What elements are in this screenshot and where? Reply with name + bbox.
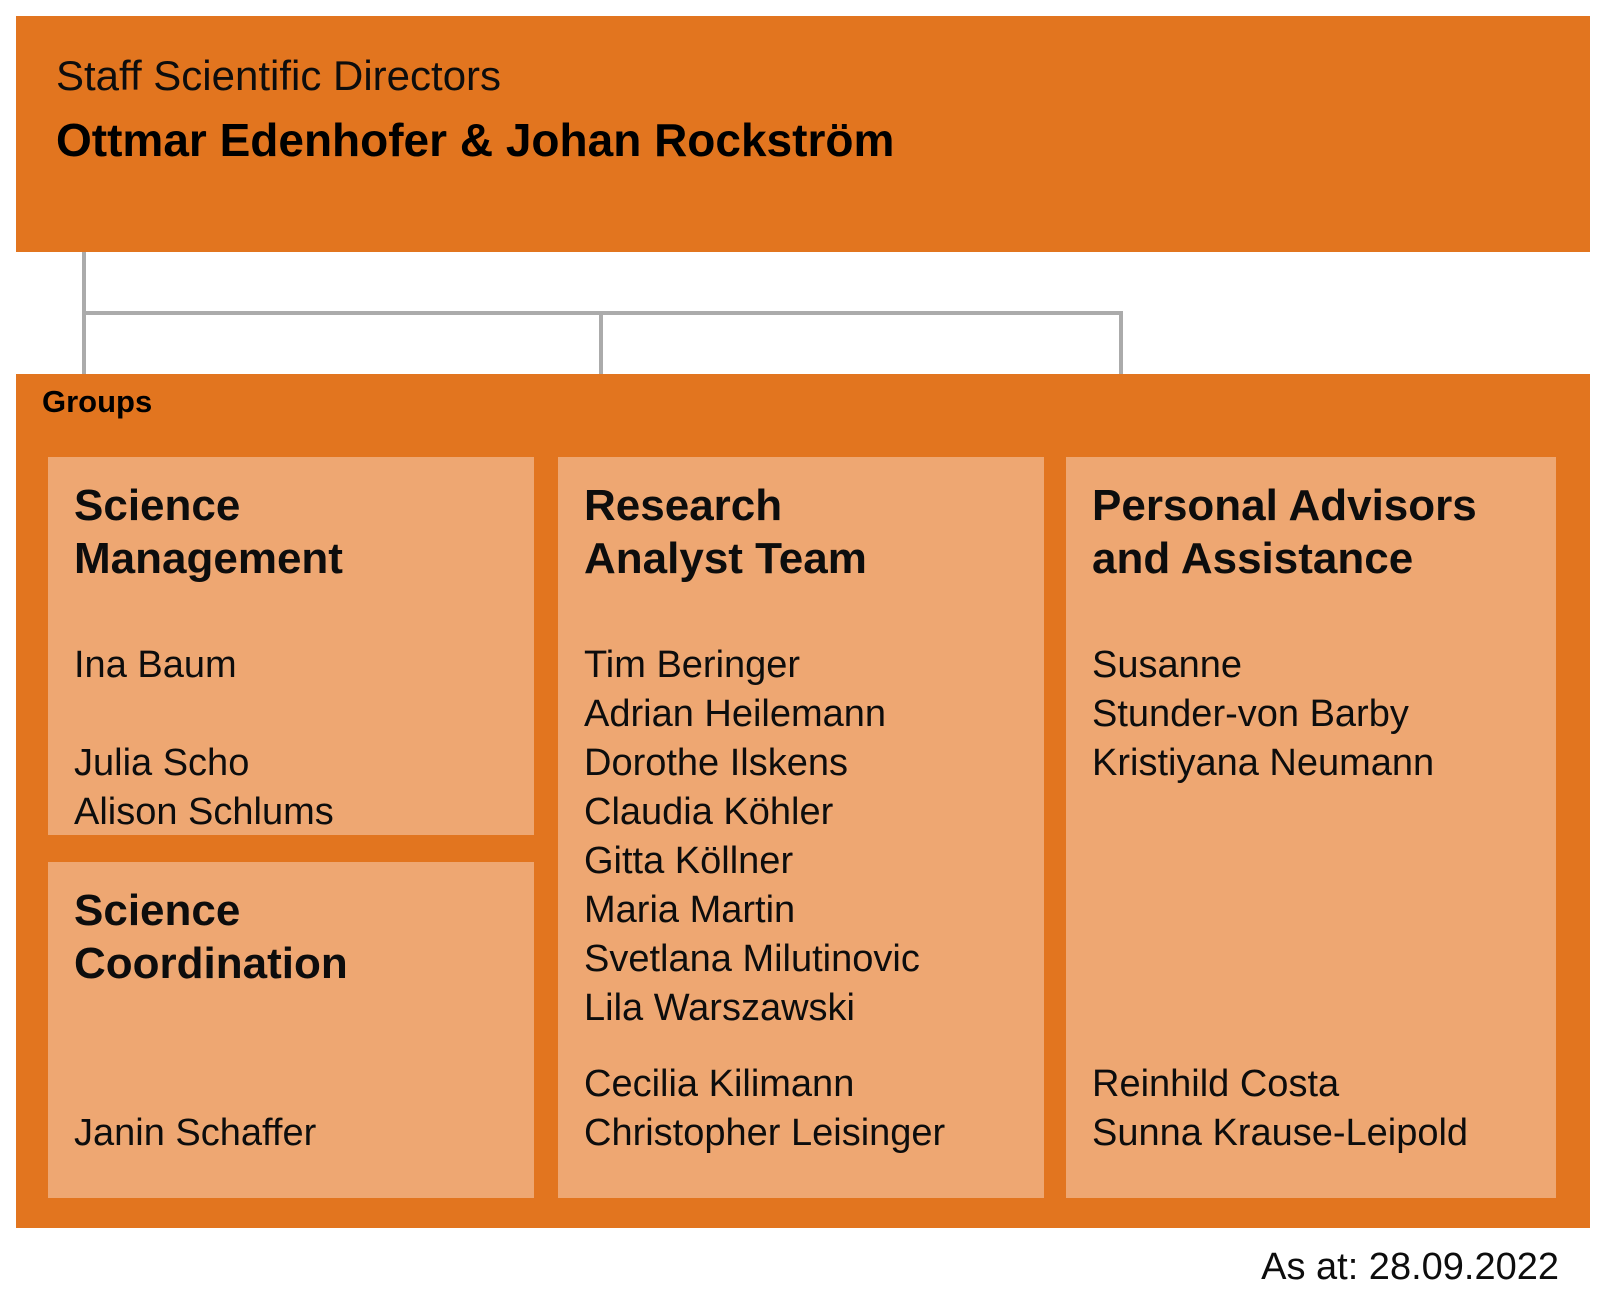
member-name: Svetlana Milutinovic [584, 938, 920, 980]
connector-line-vertical-middle [599, 311, 603, 374]
group-title-line: Coordination [74, 939, 348, 988]
group-title-line: and Assistance [1092, 534, 1414, 583]
member-list: Janin Schaffer [74, 1109, 510, 1158]
member-name: Kristiyana Neumann [1092, 742, 1435, 784]
member-list: Ina Baum [74, 641, 510, 690]
member-name: Christopher Leisinger [584, 1112, 946, 1154]
member-name: Ina Baum [74, 644, 237, 686]
as-at-date: As at: 28.09.2022 [1261, 1246, 1559, 1288]
directors-box: Staff Scientific Directors Ottmar Edenho… [16, 16, 1590, 252]
member-name: Susanne [1092, 644, 1243, 686]
group-title-line: Science [74, 481, 241, 530]
directors-names: Ottmar Edenhofer & Johan Rockström [56, 114, 895, 166]
groups-label: Groups [42, 384, 153, 419]
group-title-line: Science [74, 886, 241, 935]
member-name: Adrian Heilemann [584, 693, 887, 735]
member-name: Gitta Köllner [584, 840, 794, 882]
member-name: Maria Martin [584, 889, 796, 931]
group-title-line: Management [74, 534, 343, 583]
member-name: Reinhild Costa [1092, 1063, 1340, 1105]
member-name: Alison Schlums [74, 791, 334, 833]
member-name: Stunder-von Barby [1092, 693, 1409, 735]
connector-line-vertical-right [1119, 311, 1123, 374]
member-name: Cecilia Kilimann [584, 1063, 855, 1105]
member-name: Janin Schaffer [74, 1112, 317, 1154]
member-name: Lila Warszawski [584, 987, 855, 1029]
member-name: Claudia Köhler [584, 791, 834, 833]
member-name: Dorothe Ilskens [584, 742, 849, 784]
group-title-line: Research [584, 481, 783, 530]
member-name: Julia Scho [74, 742, 250, 784]
member-name: Tim Beringer [584, 644, 801, 686]
group-title-line: Analyst Team [584, 534, 867, 583]
group-title-line: Personal Advisors [1092, 481, 1477, 530]
member-name: Sunna Krause-Leipold [1092, 1112, 1469, 1154]
directors-role: Staff Scientific Directors [56, 52, 502, 99]
